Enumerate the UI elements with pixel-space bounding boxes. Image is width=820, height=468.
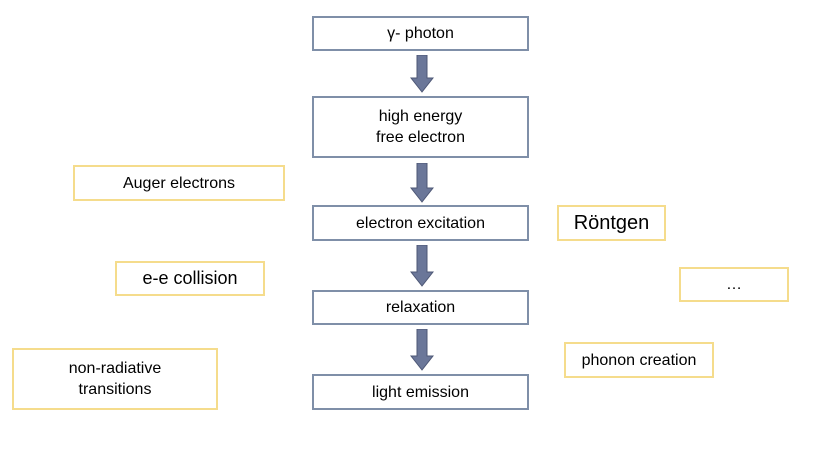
flow-box-relaxation: relaxation: [312, 290, 529, 325]
note-ellipsis: …: [679, 267, 789, 302]
note-non-radiative-transitions: non-radiative transitions: [12, 348, 218, 410]
flow-label-electron-excitation: electron excitation: [356, 214, 485, 232]
note-ee-collision: e-e collision: [115, 261, 265, 296]
note-phonon-creation: phonon creation: [564, 342, 714, 378]
note-auger-electrons: Auger electrons: [73, 165, 285, 201]
note-label-ee-collision: e-e collision: [142, 268, 238, 288]
flow-box-light-emission: light emission: [312, 374, 529, 410]
down-arrow-2: [410, 163, 434, 203]
flow-box-free-electron: high energy free electron: [312, 96, 529, 158]
note-rontgen: Röntgen: [557, 205, 666, 241]
flow-label-relaxation: relaxation: [385, 299, 456, 316]
note-label-auger-electrons: Auger electrons: [122, 174, 236, 192]
flow-box-electron-excitation: electron excitation: [312, 205, 529, 241]
note-label-phonon-creation: phonon creation: [581, 351, 697, 369]
flow-box-gamma-photon: γ- photon: [312, 16, 529, 51]
down-arrow-1: [410, 55, 434, 93]
note-label-non-radiative-transitions: non-radiative transitions: [68, 360, 162, 398]
note-label-rontgen: Röntgen: [573, 211, 650, 234]
down-arrow-4: [410, 329, 434, 371]
flow-label-light-emission: light emission: [372, 383, 469, 401]
flow-label-free-electron: high energy free electron: [376, 108, 465, 146]
flow-label-gamma-photon: γ- photon: [387, 25, 454, 42]
note-label-ellipsis: …: [726, 276, 742, 293]
down-arrow-3: [410, 245, 434, 287]
